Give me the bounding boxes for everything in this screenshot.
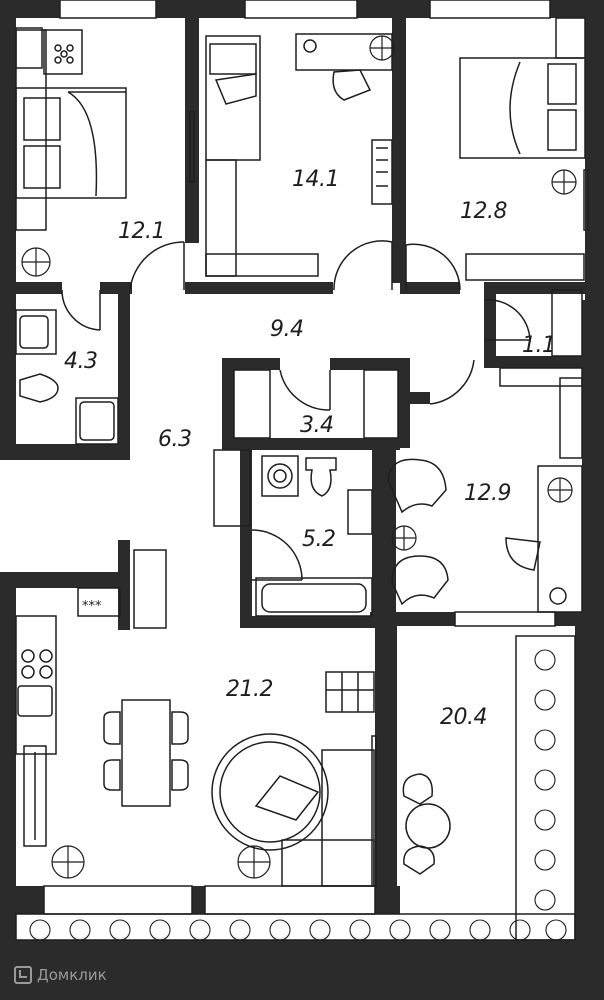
room-area-label: 12.1 — [118, 219, 165, 244]
kitchen-label: *** — [82, 599, 102, 614]
wardrobes — [133, 289, 583, 629]
room-area-label: 4.3 — [64, 349, 98, 374]
plant-icons — [21, 35, 577, 879]
room-area-label: 12.8 — [460, 199, 507, 224]
watermark: Домклик — [14, 966, 107, 984]
hedge — [29, 649, 567, 941]
room-area-label: 3.4 — [300, 413, 334, 438]
room-area-label: 20.4 — [440, 705, 487, 730]
doors — [61, 240, 531, 581]
room-area-label: 12.9 — [464, 481, 511, 506]
bedroom-right-furniture — [459, 17, 589, 281]
living-kitchen-furniture — [15, 587, 377, 887]
watermark-text: Домклик — [37, 966, 107, 984]
room-area-label: 14.1 — [292, 167, 339, 192]
windows-top — [59, 0, 551, 19]
bathroom-fixtures — [255, 455, 373, 617]
room-area-label: 1.1 — [522, 333, 556, 358]
bedroom-left-furniture — [15, 27, 195, 231]
room-area-label: 9.4 — [270, 317, 304, 342]
study-furniture — [387, 367, 583, 613]
terrace-furniture — [15, 635, 576, 941]
domclick-logo-icon — [14, 966, 32, 984]
room-area-label: 21.2 — [226, 677, 273, 702]
bathroom-small-fixtures — [15, 309, 119, 445]
room-area-label: 5.2 — [302, 527, 336, 552]
bedroom-center-furniture — [205, 33, 393, 277]
room-area-label: 6.3 — [158, 427, 192, 452]
interior-walls — [16, 18, 585, 630]
